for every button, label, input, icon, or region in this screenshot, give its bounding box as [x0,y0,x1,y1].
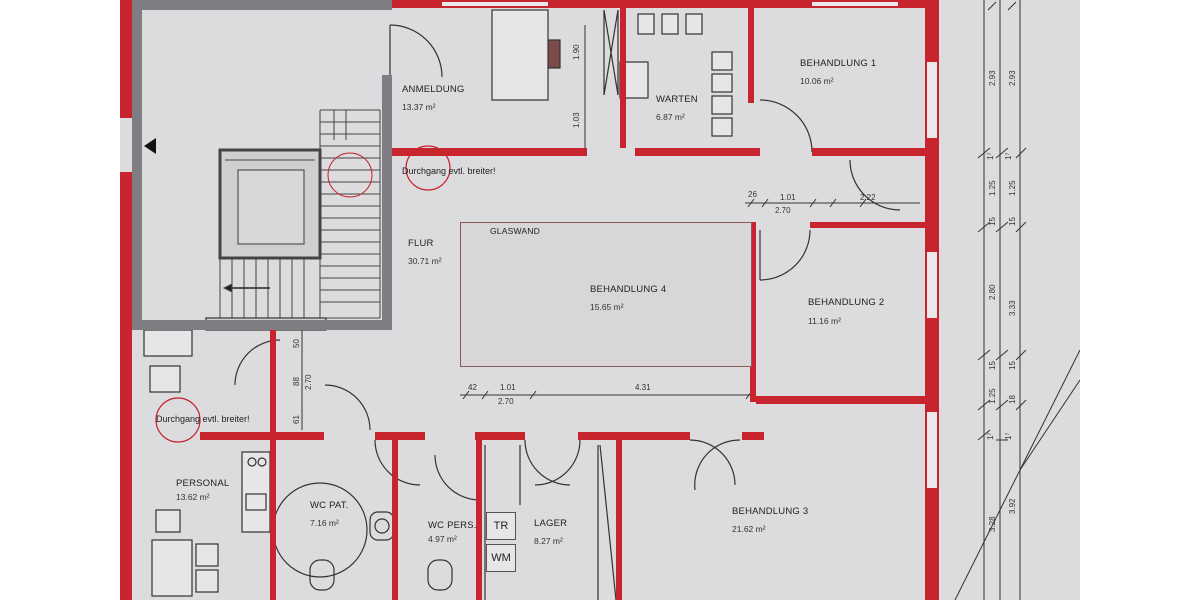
dim-right-1: 2.93 [988,70,997,86]
wall-stair-right [382,75,392,330]
room-flur-name: FLUR [408,238,434,249]
dim-right-11: 15 [988,361,997,370]
room-lager-area: 8.27 m² [534,536,563,546]
dim-right-9: 2.80 [988,284,997,300]
room-behandlung4-name: BEHANDLUNG 4 [590,284,667,295]
wall-warten-b1 [748,8,754,103]
wall-stair-top [132,0,392,10]
room-behandlung4-area: 15.65 m² [590,302,624,312]
wall-corridor-bottom-right [578,432,690,440]
room-wcpers-name: WC PERS. [428,520,477,531]
wall-anmeldung-warten [620,8,626,148]
dim-42: 42 [468,383,477,392]
wall-corridor-bottom-mid2 [475,432,525,440]
wall-stair-left [132,0,142,330]
dim-right-10: 3.33 [1008,300,1017,316]
wall-corridor-bottom-b3 [742,432,764,440]
room-personal-name: PERSONAL [176,478,230,489]
wall-corridor-bottom-mid [375,432,425,440]
wall-right-window [925,60,939,140]
dim-2-70-mid: 2.70 [498,397,514,406]
dim-2-70-top: 2.70 [775,206,791,215]
wall-left-outer [120,0,132,118]
dim-26: 26 [748,190,757,199]
note-durchgang-left: Durchgang evtl. breiter! [156,414,250,424]
dim-50: 50 [292,339,301,348]
wall-b1-bottom [812,148,925,156]
wall-warten-bottom [635,148,760,156]
wall-b2-left [750,222,756,402]
wall-top [392,0,932,8]
room-lager-name: LAGER [534,518,568,529]
dim-right-3: 1⁷ [986,152,995,160]
dim-right-7: 15 [988,217,997,226]
dim-61: 61 [292,415,301,424]
room-personal-area: 13.62 m² [176,492,210,502]
room-behandlung3-name: BEHANDLUNG 3 [732,506,809,517]
room-warten-area: 6.87 m² [656,112,685,122]
washer-box: WM [486,544,516,572]
room-anmeldung-area: 13.37 m² [402,102,436,112]
washer-label: WM [491,552,511,564]
dim-1-01-top: 1.01 [780,193,796,202]
wall-personal-wc [270,440,276,600]
dim-right-16: 1⁷ [1004,432,1013,440]
room-wcpat-area: 7.16 m² [310,518,339,528]
dim-88: 88 [292,377,301,386]
glaswand-label: GLASWAND [490,226,540,236]
glaswand-partition [460,222,752,367]
wall-b2-top [810,222,925,228]
dryer-box: TR [486,512,516,540]
room-warten-name: WARTEN [656,94,698,105]
dim-1-03: 1.03 [572,112,581,128]
wall-right-window-2 [925,250,939,320]
note-durchgang-top: Durchgang evtl. breiter! [402,166,496,176]
wall-left-outer-lower [120,172,132,600]
room-behandlung2-name: BEHANDLUNG 2 [808,297,885,308]
wall-right-window-3 [925,410,939,490]
dim-4-31: 4.31 [635,383,651,392]
dim-right-13: 1.25 [988,388,997,404]
wall-stair-bottom [132,320,392,330]
room-behandlung3-area: 21.62 m² [732,524,766,534]
dim-1-90: 1.90 [572,44,581,60]
dim-right-18: 3.28 [988,516,997,532]
dim-right-15: 1⁷ [986,432,995,440]
room-wcpat-name: WC PAT. [310,500,349,511]
wall-lager-b3 [616,440,622,600]
room-flur-area: 30.71 m² [408,256,442,266]
dim-right-4: 1⁷ [1004,152,1013,160]
wall-anmeldung-bottom [392,148,587,156]
dim-right-17: 3.92 [1008,498,1017,514]
dim-2-70-left: 2.70 [304,374,313,390]
wall-b2-bottom [756,396,926,404]
dim-right-5: 1.25 [988,180,997,196]
dim-right-2: 2.93 [1008,70,1017,86]
wall-corridor-bottom-left [200,432,324,440]
dim-right-6: 1.25 [1008,180,1017,196]
room-wcpers-area: 4.97 m² [428,534,457,544]
room-anmeldung-name: ANMELDUNG [402,84,465,95]
dryer-label: TR [493,520,509,532]
wall-top-window [810,0,900,8]
room-behandlung1-area: 10.06 m² [800,76,834,86]
dim-2-22: 2.22 [860,193,876,202]
wall-wcpers-lager [476,440,482,600]
wall-corridor-vertical [270,330,276,440]
dim-1-01-mid: 1.01 [500,383,516,392]
wall-top-window-2 [440,0,550,8]
dim-right-14: 18 [1008,395,1017,404]
dim-right-8: 15 [1008,217,1017,226]
floor-plan: ANMELDUNG 13.37 m² WARTEN 6.87 m² BEHAND… [120,0,1080,600]
dim-right-12: 15 [1008,361,1017,370]
room-behandlung2-area: 11.16 m² [808,316,841,326]
wall-wcpat-wcpers [392,440,398,600]
room-behandlung1-name: BEHANDLUNG 1 [800,58,877,69]
